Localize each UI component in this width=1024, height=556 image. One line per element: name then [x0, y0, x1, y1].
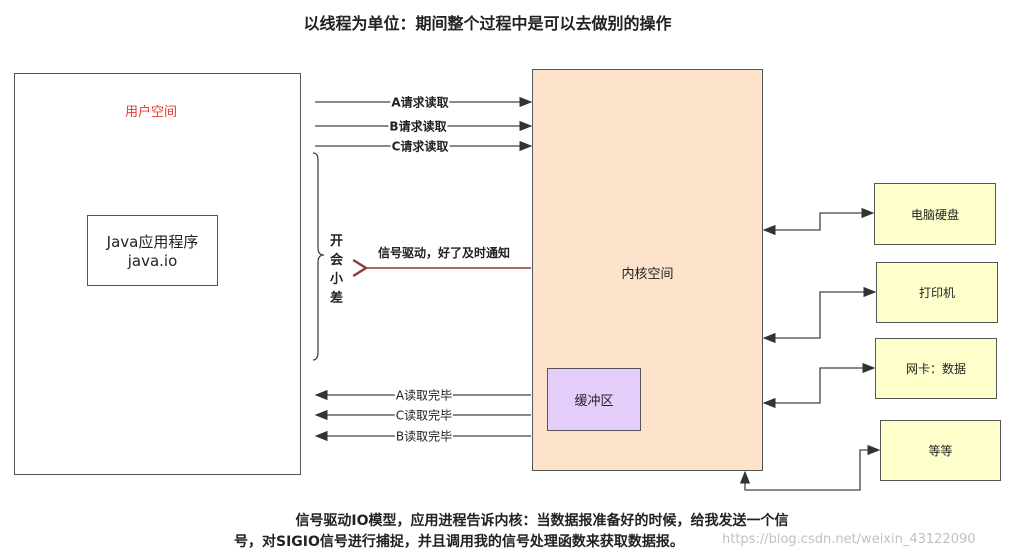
device-label: 等等 [928, 444, 953, 458]
java-app-line1: Java应用程序 [106, 233, 199, 251]
java-app-box: Java应用程序 java.io [87, 215, 218, 286]
device-nic: 网卡：数据 [875, 338, 997, 399]
request-label-c: C请求读取 [390, 137, 450, 155]
device-etc: 等等 [880, 420, 1001, 481]
user-space-box [14, 73, 301, 475]
buffer-box: 缓冲区 [547, 368, 641, 431]
watermark: https://blog.csdn.net/weixin_43122090 [722, 532, 976, 547]
device-printer: 打印机 [876, 262, 998, 323]
link-disk [762, 207, 875, 236]
request-label-b: B请求读取 [388, 117, 448, 135]
kernel-space-label: 内核空间 [621, 267, 674, 282]
device-label: 打印机 [918, 286, 955, 300]
diagram-title: 以线程为单位：期间整个过程中是可以去做别的操作 [303, 14, 672, 33]
caption-line2: 号，对SIGIO信号进行捕捉，并且调用我的信号处理函数来获取数据报。 [234, 534, 684, 550]
user-space-label: 用户空间 [125, 105, 178, 120]
brace-note: 开会小差 [330, 234, 344, 306]
caption-line1: 信号驱动IO模型，应用进程告诉内核：当数据报准备好的时候，给我发送一个信 [295, 513, 789, 529]
device-disk: 电脑硬盘 [874, 183, 996, 245]
link-nic [762, 362, 876, 409]
brace [312, 152, 325, 361]
device-label: 网卡：数据 [905, 362, 966, 376]
device-label: 电脑硬盘 [910, 207, 959, 222]
complete-label-c: C读取完毕 [394, 406, 454, 424]
link-etc [739, 444, 881, 491]
java-app-line2: java.io [127, 252, 178, 270]
buffer-label: 缓冲区 [574, 394, 614, 409]
signal-label: 信号驱动，好了及时通知 [378, 246, 511, 260]
request-label-a: A请求读取 [390, 93, 450, 111]
complete-label-a: A读取完毕 [394, 386, 454, 404]
link-printer [762, 286, 877, 344]
complete-label-b: B读取完毕 [394, 427, 454, 445]
